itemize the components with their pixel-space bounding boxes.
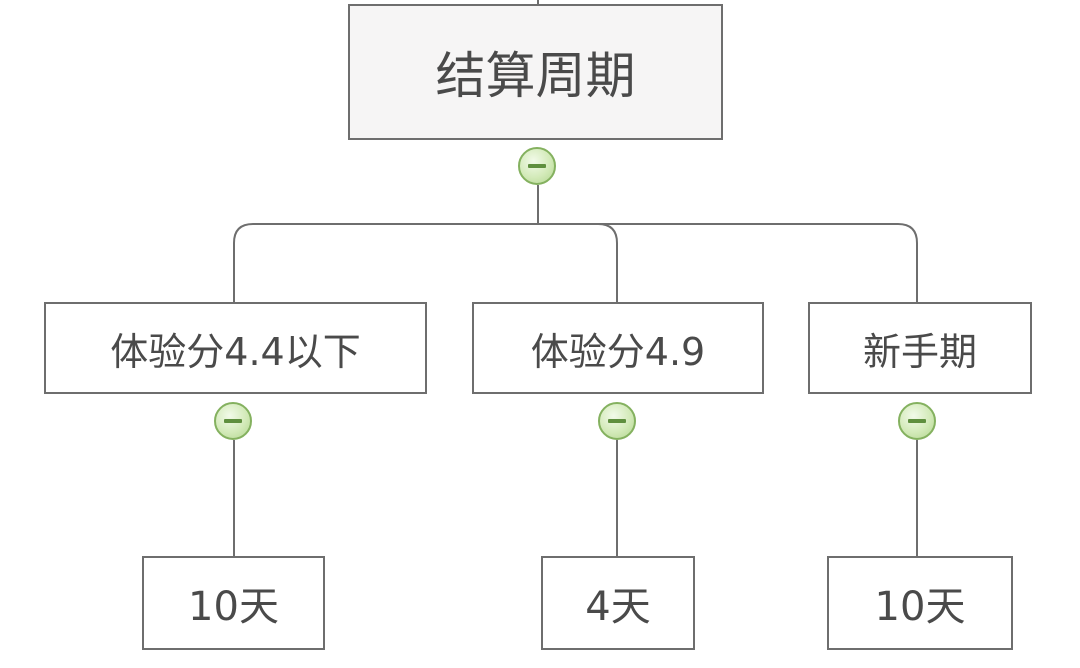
branch-node-newbie-period[interactable]: 新手期 (808, 302, 1032, 394)
minus-circle-icon[interactable] (518, 147, 556, 185)
leaf-node-label: 4天 (585, 584, 651, 630)
minus-circle-icon[interactable] (598, 402, 636, 440)
leaf-node-10-days[interactable]: 10天 (142, 556, 325, 650)
branch-node-label: 体验分4.9 (530, 329, 706, 374)
root-node-label: 结算周期 (435, 47, 636, 105)
minus-circle-icon[interactable] (214, 402, 252, 440)
branch-node-score-4-9[interactable]: 体验分4.9 (472, 302, 764, 394)
branch-node-label: 新手期 (862, 329, 977, 374)
leaf-node-4-days[interactable]: 4天 (541, 556, 695, 650)
minus-circle-icon[interactable] (898, 402, 936, 440)
connector-branch-1 (233, 223, 538, 302)
branch-node-score-below-4-4[interactable]: 体验分4.4以下 (44, 302, 427, 394)
connector-branch-3 (538, 223, 918, 302)
connector-branch-2 (538, 223, 618, 302)
leaf-node-label: 10天 (188, 584, 279, 630)
leaf-node-10-days-newbie[interactable]: 10天 (827, 556, 1013, 650)
leaf-node-label: 10天 (874, 584, 966, 630)
root-node-settlement-cycle[interactable]: 结算周期 (348, 4, 723, 140)
branch-node-label: 体验分4.4以下 (110, 329, 361, 374)
